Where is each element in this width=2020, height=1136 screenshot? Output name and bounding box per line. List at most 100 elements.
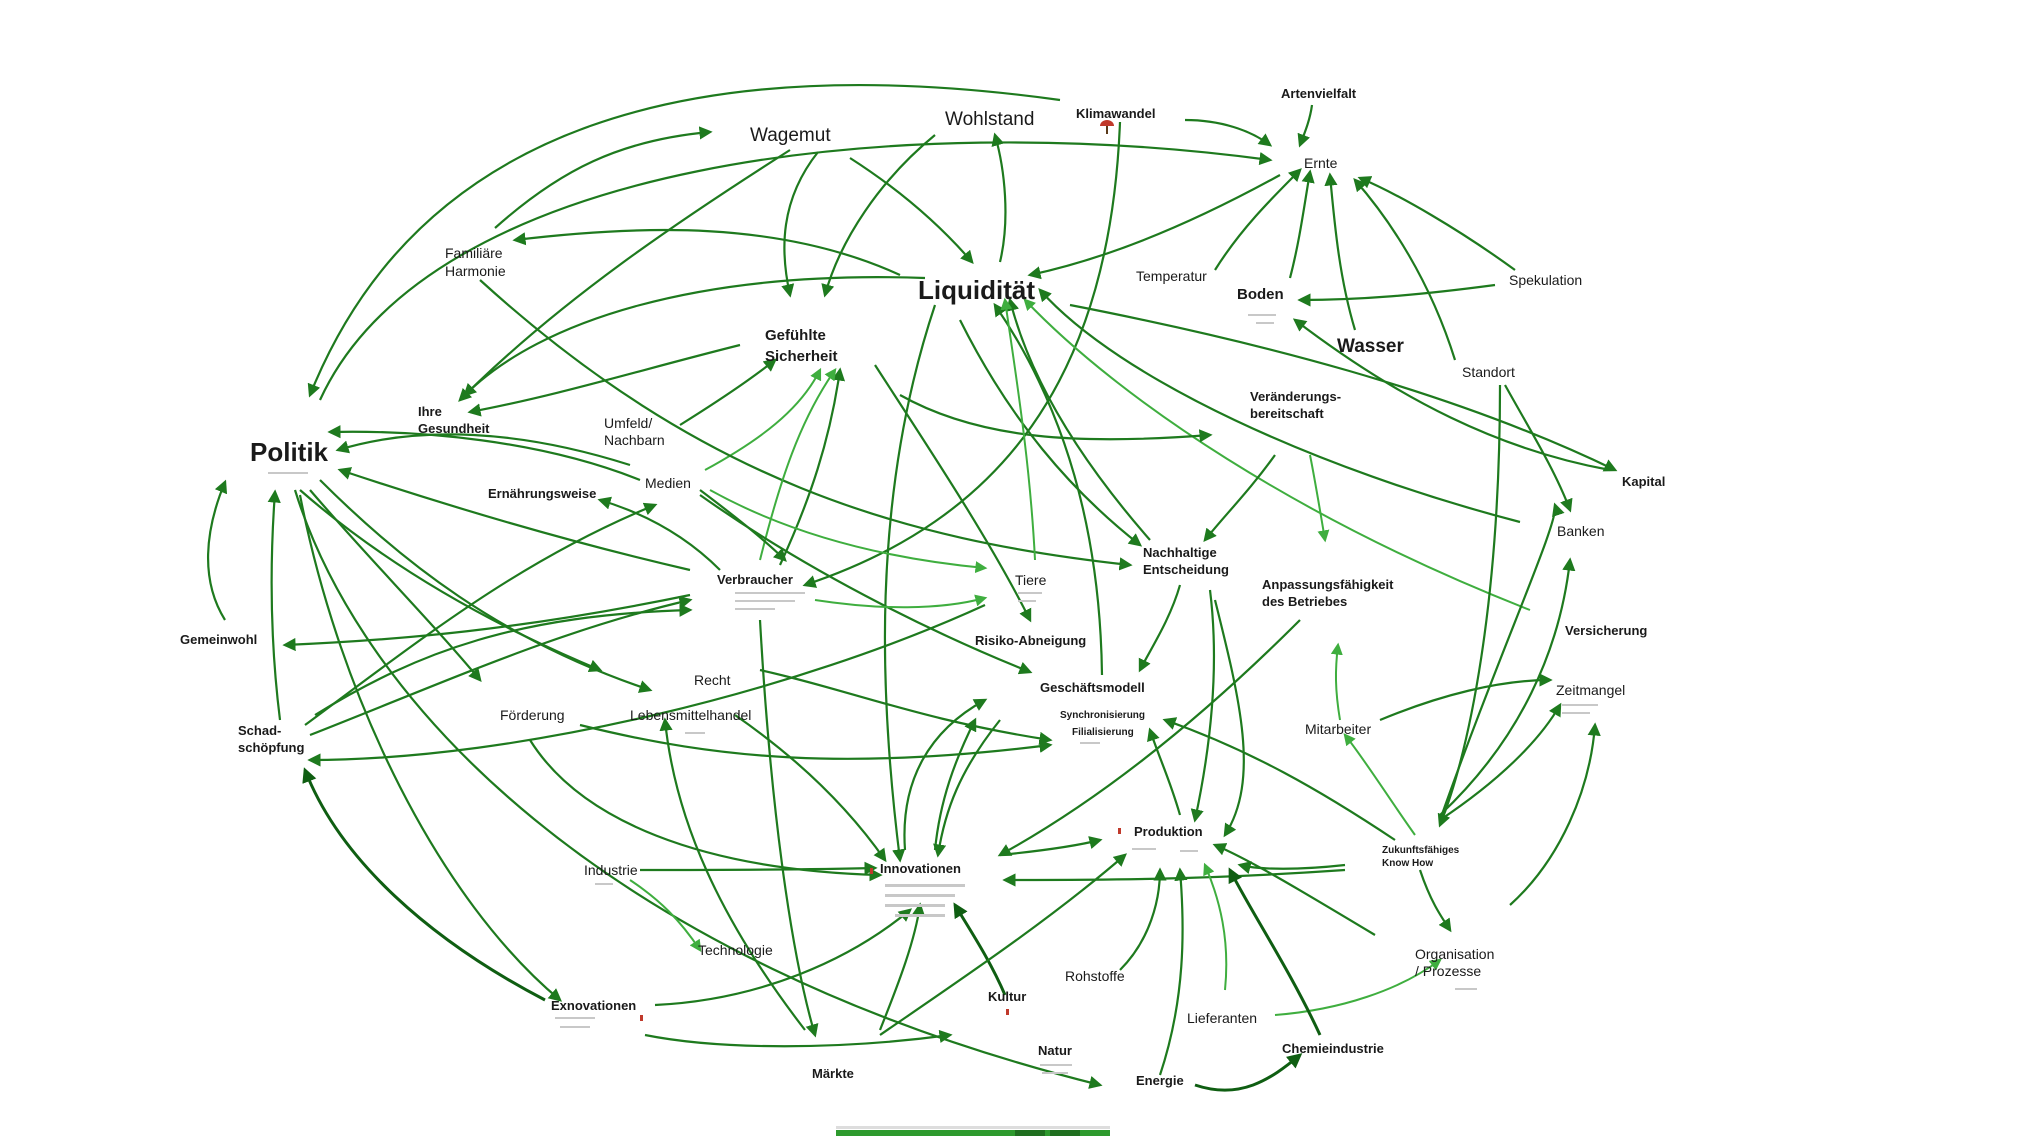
edge-wohlstand-sicherheit — [821, 134, 936, 298]
node-versicherung[interactable]: Versicherung — [1565, 623, 1647, 638]
edge-sicherheit-veraenderung — [899, 394, 1213, 443]
node-liquiditaet[interactable]: Liquidität — [918, 275, 1035, 305]
edge-klimawandel-politik — [307, 83, 1061, 398]
edge-spekulation-ernte — [1357, 176, 1516, 271]
edge-politik-lebensmittel — [319, 479, 653, 693]
node-foerderung[interactable]: Förderung — [500, 707, 565, 723]
edge-standort-banken — [1504, 384, 1573, 513]
node-ihre-gesundheit[interactable]: Ihre Gesundheit — [418, 404, 490, 436]
edge-liquiditaet-nachhaltige — [959, 319, 1143, 547]
node-recht[interactable]: Recht — [694, 672, 731, 688]
edge-knowhow-geschaeftsmodell — [1162, 717, 1396, 841]
edge-politik-exnovationen — [298, 494, 563, 1002]
node-gefuehlte-sicherheit[interactable]: Gefühlte Sicherheit — [765, 327, 838, 365]
edge-exnovationen-schad — [302, 767, 546, 1002]
edge-organisation-zeitmangel — [1509, 722, 1601, 906]
node-schadschoepfung[interactable]: Schad- schöpfung — [238, 723, 304, 755]
legend-bar — [836, 1126, 1110, 1136]
node-politik[interactable]: Politik — [250, 437, 329, 467]
edge-innovationen-geschaeftsmodell-2 — [933, 717, 977, 851]
edge-verbraucher-politik — [337, 467, 691, 572]
edge-wasser-ernte — [1324, 172, 1357, 331]
edge-politik-ernte — [319, 141, 1273, 401]
node-maerkte[interactable]: Märkte — [812, 1066, 854, 1081]
edge-exnovationen-kultur — [644, 1029, 953, 1048]
node-wasser[interactable]: Wasser — [1337, 336, 1404, 357]
node-rohstoffe[interactable]: Rohstoffe — [1065, 968, 1125, 984]
edge-innovationen-geschaeftsmodell — [903, 698, 988, 851]
node-natur[interactable]: Natur — [1038, 1043, 1072, 1058]
edge-ernte-familie — [512, 228, 901, 277]
node-temperatur[interactable]: Temperatur — [1136, 268, 1207, 284]
node-medien[interactable]: Medien — [645, 475, 691, 491]
node-organisation-prozesse[interactable]: Organisation / Prozesse — [1415, 946, 1498, 979]
node-verbraucher[interactable]: Verbraucher — [717, 572, 793, 587]
edge-medien-sicherheit — [704, 367, 822, 471]
edge-geschaeftsmodell-innovationen — [933, 719, 1001, 858]
node-ernte[interactable]: Ernte — [1304, 155, 1338, 171]
edge-wagemut-sicherheit — [781, 151, 819, 298]
node-lieferanten[interactable]: Lieferanten — [1187, 1010, 1257, 1026]
node-produktion[interactable]: Produktion — [1134, 824, 1203, 839]
boden-note — [1248, 314, 1276, 324]
geschaeftsmodell-note — [1080, 742, 1100, 744]
node-umfeld-nachbarn[interactable]: Umfeld/ Nachbarn — [604, 415, 665, 448]
node-energie[interactable]: Energie — [1136, 1073, 1184, 1088]
node-zukunftsfaehiges-knowhow[interactable]: Zukunftsfähiges Know How — [1382, 845, 1462, 869]
node-spekulation[interactable]: Spekulation — [1509, 272, 1582, 288]
node-chemieindustrie[interactable]: Chemieindustrie — [1282, 1041, 1384, 1056]
node-gemeinwohl[interactable]: Gemeinwohl — [180, 632, 257, 647]
node-tiere[interactable]: Tiere — [1015, 572, 1047, 588]
node-lebensmittelhandel[interactable]: Lebensmittelhandel — [630, 707, 751, 723]
edge-verbraucher-gemeinwohl — [282, 593, 691, 652]
edge-geschaeftsmodell-liquiditaet — [993, 302, 1104, 676]
edge-energie-chemie — [1194, 1053, 1303, 1092]
node-veraenderungsbereitschaft[interactable]: Veränderungs- bereitschaft — [1250, 389, 1345, 421]
node-anpassungsfaehigkeit[interactable]: Anpassungsfähigkeit des Betriebes — [1262, 577, 1397, 609]
node-kapital[interactable]: Kapital — [1622, 474, 1665, 489]
node-wagemut[interactable]: Wagemut — [750, 125, 831, 146]
edge-klimawandel-ernte — [1184, 118, 1273, 147]
node-artenvielfalt[interactable]: Artenvielfalt — [1281, 86, 1357, 101]
node-wohlstand[interactable]: Wohlstand — [945, 109, 1034, 130]
node-zeitmangel[interactable]: Zeitmangel — [1556, 682, 1625, 698]
edge-medien-geschaeftsmodell — [699, 494, 1033, 675]
edge-verbraucher-ernaehrung — [597, 496, 721, 571]
edge-energie-produktion — [1158, 867, 1188, 1076]
edge-umfeld-sicherheit — [679, 358, 778, 426]
node-banken[interactable]: Banken — [1557, 523, 1604, 539]
edge-anpassung-produktion — [1213, 599, 1245, 838]
edge-politik-maerkte — [293, 489, 1103, 1089]
edge-innovationen-produktion — [999, 836, 1103, 857]
edge-industrie-technologie — [629, 879, 702, 952]
edge-sicherheit-risiko — [874, 364, 1032, 623]
node-kultur[interactable]: Kultur — [988, 989, 1026, 1004]
edge-ernte-liquiditaet — [1027, 174, 1281, 280]
edge-tiere-liquiditaet — [1000, 297, 1036, 561]
organisation-note — [1455, 988, 1477, 990]
node-standort[interactable]: Standort — [1462, 364, 1515, 380]
edge-kultur-innovationen — [953, 902, 1007, 996]
node-synchronisierung[interactable]: Synchronisierung — [1060, 710, 1145, 721]
node-exnovationen[interactable]: Exnovationen — [551, 998, 636, 1013]
exnovationen-marker-icon — [640, 1015, 643, 1021]
edge-artenvielfalt-ernte — [1297, 104, 1314, 148]
node-klimawandel[interactable]: Klimawandel — [1076, 106, 1155, 121]
verbraucher-note — [735, 592, 805, 610]
node-geschaeftsmodell[interactable]: Geschäftsmodell — [1040, 680, 1145, 695]
node-boden[interactable]: Boden — [1237, 286, 1284, 303]
exnovationen-note — [555, 1017, 595, 1028]
node-technologie[interactable]: Technologie — [698, 942, 773, 958]
node-nachhaltige-entscheidung[interactable]: Nachhaltige Entscheidung — [1143, 545, 1229, 577]
node-mitarbeiter[interactable]: Mitarbeiter — [1305, 721, 1371, 737]
edge-nachhaltige-liquiditaet — [1006, 297, 1151, 541]
node-risiko-abneigung[interactable]: Risiko-Abneigung — [975, 633, 1086, 648]
node-industrie[interactable]: Industrie — [584, 862, 638, 878]
edge-boden-ernte — [1288, 169, 1315, 279]
node-ernaehrungsweise[interactable]: Ernährungsweise — [488, 486, 596, 501]
node-innovationen[interactable]: Innovationen — [880, 861, 961, 876]
node-filialisierung[interactable]: Filialisierung — [1072, 727, 1134, 738]
node-familiaere-harmonie[interactable]: Familiäre Harmonie — [445, 245, 506, 279]
edge-chemie-produktion — [1228, 867, 1322, 1036]
edge-nachhaltige-produktion — [1190, 589, 1216, 823]
